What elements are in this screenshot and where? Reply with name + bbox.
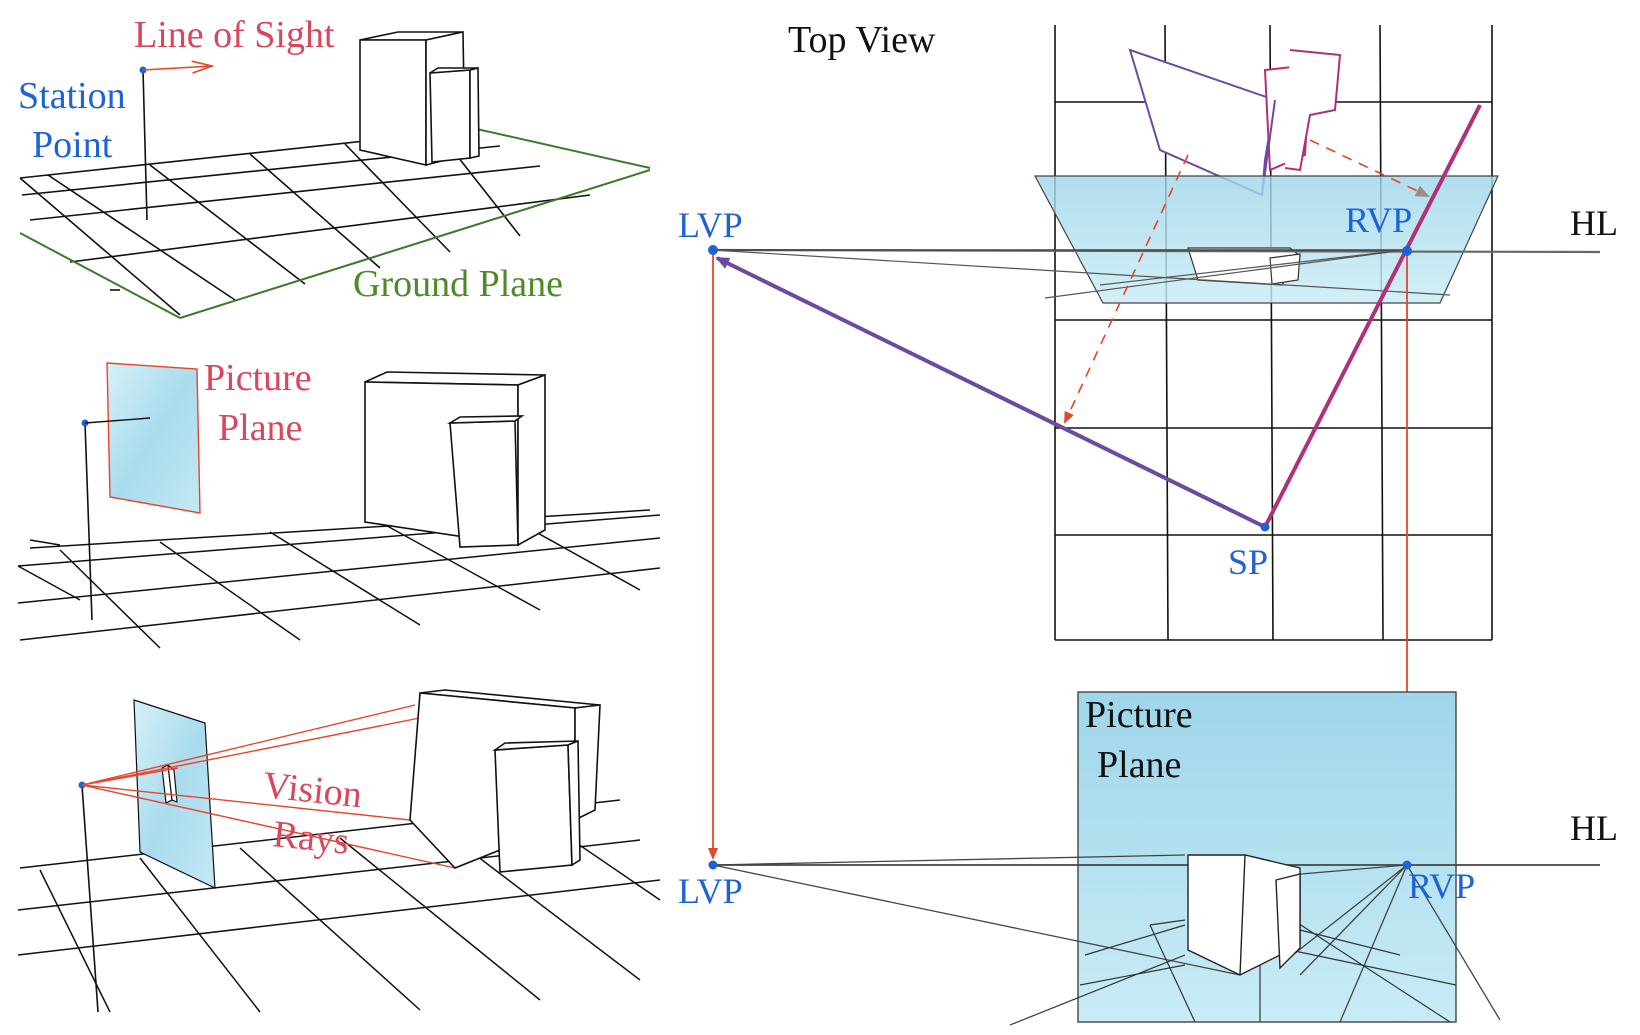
top-view <box>708 24 1601 860</box>
dashed-projection-right <box>1309 139 1430 197</box>
bottom-building <box>1187 854 1301 976</box>
text-labels: Line of Sight Station Point Ground Plane… <box>18 14 1618 911</box>
picture-plane-shape <box>106 362 201 514</box>
label-line-of-sight: Line of Sight <box>134 14 335 56</box>
ground-plane-border <box>19 126 651 319</box>
label-lvp-bottom: LVP <box>678 871 743 911</box>
bottom-picture-plane <box>1077 691 1457 1023</box>
label-rays: Rays <box>271 813 351 863</box>
label-hl-top: HL <box>1570 203 1618 243</box>
top-picture-plane <box>1033 175 1499 304</box>
sp-point <box>1260 522 1270 532</box>
perspective-line-top-2 <box>1044 249 1406 299</box>
panel-vision-rays <box>17 689 661 1013</box>
rvp-point-bottom <box>1402 860 1412 870</box>
ground-grid-2 <box>17 509 661 649</box>
label-picture: Picture <box>204 357 312 399</box>
station-pole <box>142 69 148 221</box>
building-3 <box>409 689 601 873</box>
bottom-floor-grid <box>1009 917 1457 1026</box>
building-2 <box>364 371 546 548</box>
projected-image-3 <box>161 763 178 804</box>
label-vision: Vision <box>261 764 364 816</box>
label-pp-plane: Plane <box>1097 744 1181 786</box>
bottom-perspective-lines <box>712 854 1501 1023</box>
label-station: Station <box>18 75 126 117</box>
line-of-sight-arrow <box>142 66 212 70</box>
label-lvp-top: LVP <box>678 205 743 245</box>
station-pole-2 <box>84 422 93 621</box>
label-pp-picture: Picture <box>1085 694 1193 736</box>
label-rvp-bottom: RVP <box>1408 866 1475 906</box>
vision-ray-lines <box>81 704 461 869</box>
label-ground-plane: Ground Plane <box>353 263 563 305</box>
sp-to-lvp-ray <box>715 256 1266 529</box>
lvp-point-bottom <box>708 860 718 870</box>
label-point: Point <box>32 124 113 166</box>
dashed-projection-left <box>1064 154 1189 424</box>
rvp-point-top <box>1402 246 1412 256</box>
panel-picture-plane <box>17 362 661 649</box>
label-hl-bottom: HL <box>1570 808 1618 848</box>
station-pole-3 <box>81 784 99 1013</box>
perspective-line-top-1 <box>711 249 1451 296</box>
panel-ground-plane <box>19 31 651 319</box>
sight-line-2 <box>84 417 151 424</box>
bottom-picture-plane-view <box>708 691 1600 1026</box>
sp-to-rvp-ray <box>1263 104 1482 528</box>
lvp-point-top <box>708 245 718 255</box>
label-top-view: Top View <box>788 19 936 61</box>
label-sp: SP <box>1228 542 1268 582</box>
label-plane: Plane <box>218 407 302 449</box>
perspective-line-top-3 <box>1099 249 1406 286</box>
building-1 <box>359 31 480 167</box>
label-rvp-top: RVP <box>1345 200 1412 240</box>
plan-building <box>1128 48 1342 197</box>
